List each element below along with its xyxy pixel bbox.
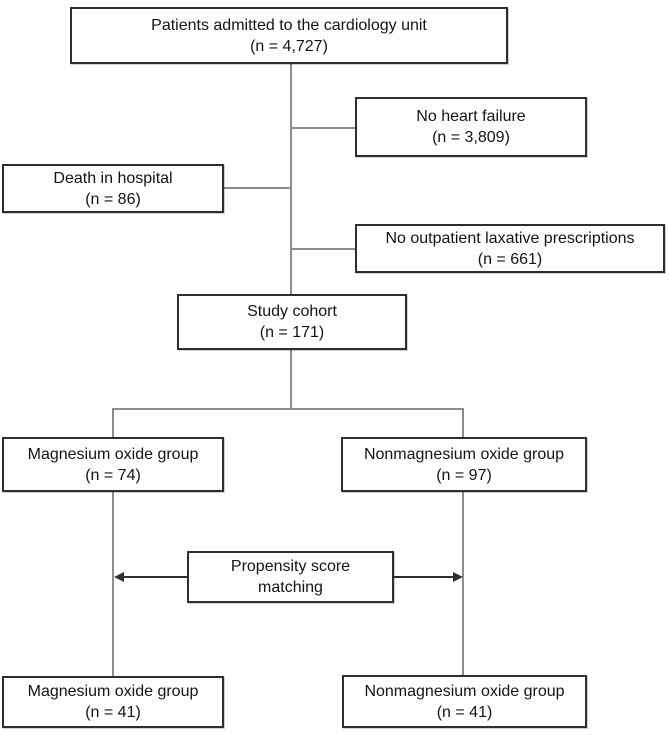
node-label: Patients admitted to the cardiology unit bbox=[151, 16, 427, 34]
left-arrow-line bbox=[122, 576, 187, 578]
connector-left-drop bbox=[112, 408, 114, 438]
connector-left-vertical bbox=[112, 492, 114, 677]
node-count: (n = 661) bbox=[477, 250, 543, 268]
node-count: (n = 74) bbox=[85, 466, 141, 484]
connector-main-vertical bbox=[290, 64, 292, 294]
node-count: (n = 171) bbox=[259, 324, 325, 341]
right-arrowhead-icon bbox=[453, 572, 463, 582]
node-label: No outpatient laxative prescriptions bbox=[385, 229, 635, 247]
node-count: (n = 41) bbox=[436, 703, 493, 721]
node-count: (n = 86) bbox=[85, 190, 141, 208]
node-label: Nonmagnesium oxide group bbox=[363, 445, 565, 463]
left-arrowhead-icon bbox=[114, 572, 124, 582]
node-count: (n = 4,727) bbox=[250, 37, 328, 55]
node-magnesium-oxide-group: Magnesium oxide group (n = 74) bbox=[2, 437, 224, 492]
connector-to-no-heart-failure bbox=[291, 127, 355, 129]
connector-split-horizontal bbox=[112, 408, 464, 410]
node-label: No heart failure bbox=[416, 108, 526, 125]
connector-right-vertical bbox=[462, 492, 464, 676]
node-label: Study cohort bbox=[247, 303, 337, 320]
node-label: Magnesium oxide group bbox=[27, 683, 199, 700]
node-study-cohort: Study cohort (n = 171) bbox=[177, 294, 407, 350]
node-label: Propensity score bbox=[230, 558, 351, 575]
node-no-heart-failure: No heart failure (n = 3,809) bbox=[355, 97, 587, 157]
node-propensity-score-matching: Propensity score matching bbox=[187, 551, 394, 603]
connector-to-death-in-hospital bbox=[224, 187, 291, 189]
node-label: Magnesium oxide group bbox=[27, 445, 199, 463]
node-count: (n = 3,809) bbox=[432, 129, 510, 146]
node-label: Death in hospital bbox=[53, 169, 173, 187]
node-magnesium-oxide-group-matched: Magnesium oxide group (n = 41) bbox=[2, 676, 224, 728]
node-count: (n = 41) bbox=[85, 704, 141, 721]
node-label: matching bbox=[258, 579, 323, 596]
connector-cohort-down bbox=[290, 350, 292, 410]
node-nonmagnesium-oxide-group-matched: Nonmagnesium oxide group (n = 41) bbox=[342, 675, 587, 728]
node-death-in-hospital: Death in hospital (n = 86) bbox=[2, 164, 224, 213]
right-arrow-line bbox=[394, 576, 459, 578]
node-count: (n = 97) bbox=[436, 466, 492, 484]
node-no-outpatient-laxative: No outpatient laxative prescriptions (n … bbox=[355, 224, 665, 273]
node-label: Nonmagnesium oxide group bbox=[364, 682, 565, 700]
node-patients-admitted: Patients admitted to the cardiology unit… bbox=[70, 7, 508, 64]
connector-right-drop bbox=[462, 408, 464, 438]
node-nonmagnesium-oxide-group: Nonmagnesium oxide group (n = 97) bbox=[341, 437, 587, 492]
connector-to-no-laxative bbox=[291, 248, 355, 250]
